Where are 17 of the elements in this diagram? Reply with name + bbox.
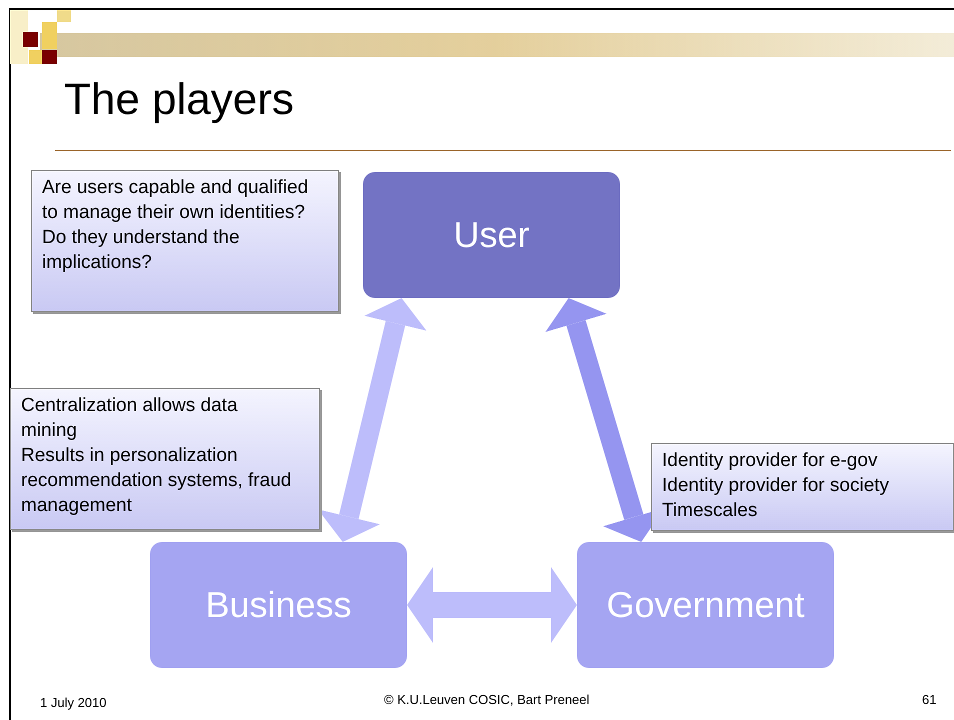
callout-text: Identity provider for e-gov <box>662 449 878 473</box>
callout-text: Results in personalization recommendation systems, fraud management <box>21 444 292 518</box>
footer-copyright: © K.U.Leuven COSIC, Bart Preneel <box>384 691 590 709</box>
callout-box <box>651 443 954 531</box>
page-number: 61 <box>922 691 936 709</box>
slide-title: The players <box>64 74 294 126</box>
callout-text: Timescales <box>662 499 758 523</box>
callout-box <box>10 388 320 530</box>
callout-box <box>31 170 339 312</box>
player-box: User <box>363 172 620 298</box>
player-box: Business <box>150 542 407 668</box>
footer-date: 1 July 2010 <box>40 694 106 712</box>
player-box: Government <box>577 542 834 668</box>
callout-text: Are users capable and qualified to manage their own identities? <box>42 176 310 225</box>
callout-text: Identity provider for society <box>662 474 890 498</box>
callout-text: Centralization allows data mining <box>21 394 239 443</box>
callout-text: Do they understand the implications? <box>42 226 241 275</box>
